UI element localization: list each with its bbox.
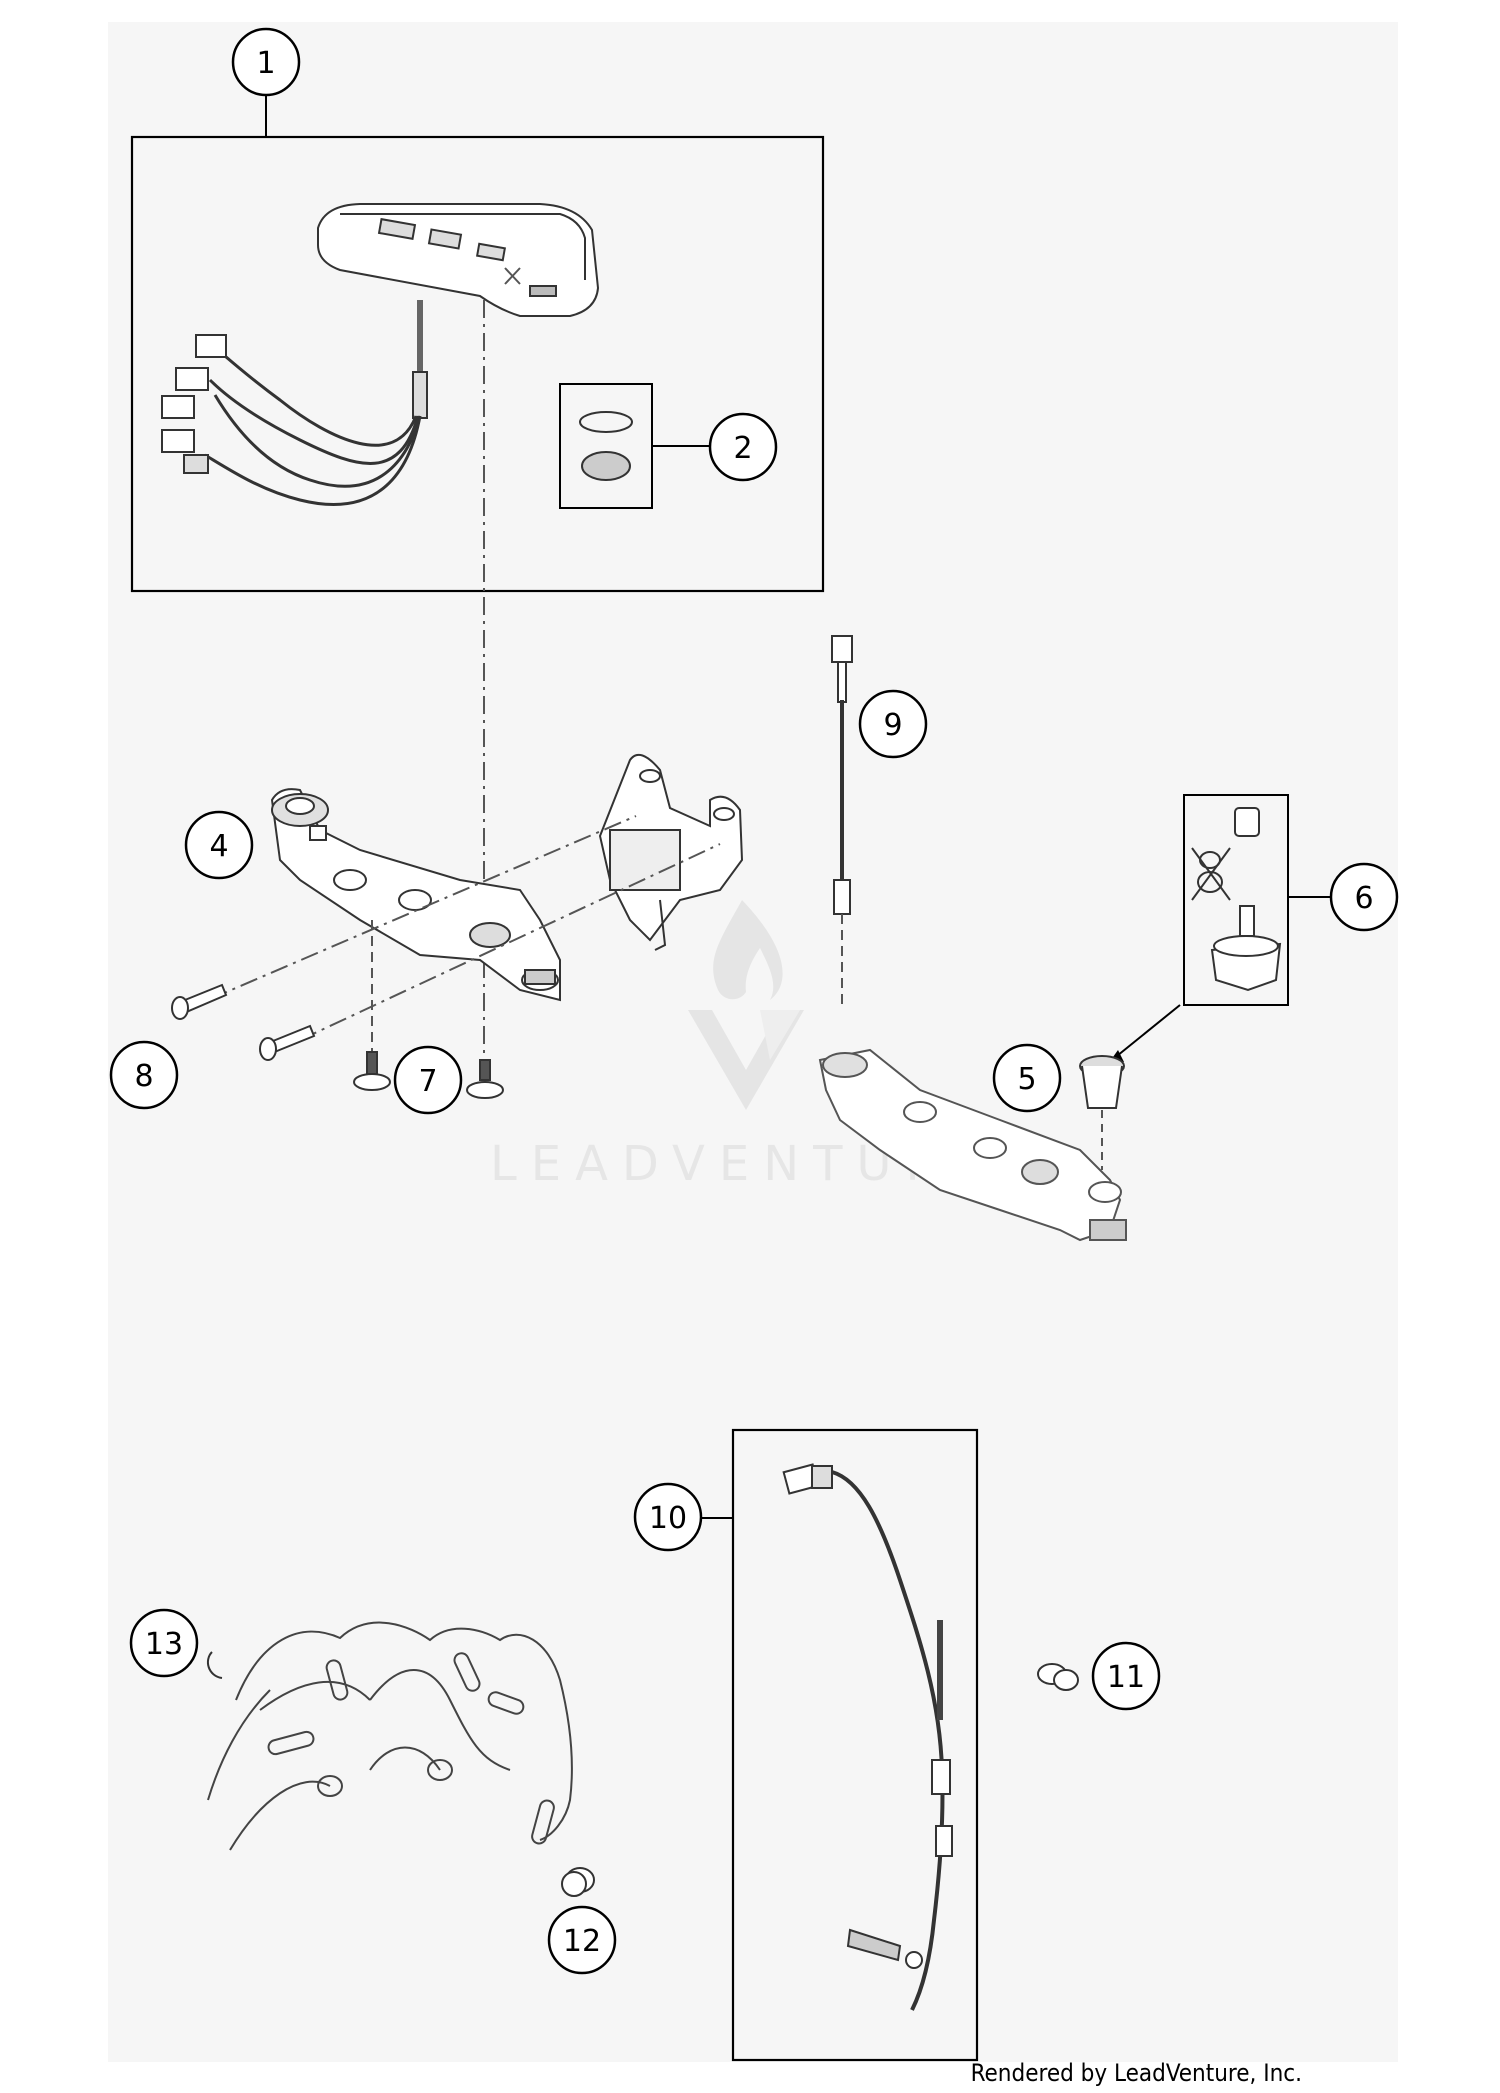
diagram-background bbox=[108, 22, 1398, 2062]
callout-4[interactable]: 4 bbox=[184, 810, 254, 880]
bracket-assembly-part[interactable] bbox=[818, 1048, 1127, 1242]
callout-label: 7 bbox=[418, 1064, 437, 1099]
kit-box-speed-sensor bbox=[700, 1428, 979, 2062]
callout-1[interactable]: 1 bbox=[231, 27, 301, 97]
callout-label: 2 bbox=[733, 431, 752, 466]
callout-11[interactable]: 11 bbox=[1091, 1641, 1161, 1711]
watermark-logo bbox=[688, 900, 804, 1110]
callout-5[interactable]: 5 bbox=[992, 1043, 1062, 1113]
instrument-bracket-part[interactable] bbox=[270, 788, 561, 1002]
callout-9[interactable]: 9 bbox=[858, 689, 928, 759]
handlebar-clamp-part[interactable] bbox=[598, 753, 744, 951]
callout-7[interactable]: 7 bbox=[393, 1045, 463, 1115]
bolt-guide-line-upper bbox=[179, 815, 637, 1013]
speedometer-part[interactable] bbox=[161, 203, 600, 506]
callout-10[interactable]: 10 bbox=[633, 1482, 703, 1552]
bush-part[interactable] bbox=[1079, 1055, 1125, 1170]
cable-clip-part[interactable] bbox=[1037, 1663, 1079, 1691]
bolt-part[interactable] bbox=[171, 983, 316, 1061]
credit-text: Rendered by LeadVenture, Inc. bbox=[970, 2059, 1302, 2087]
kit-box-seal-ring bbox=[559, 383, 710, 509]
callout-label: 10 bbox=[649, 1501, 687, 1536]
callout-label: 1 bbox=[256, 46, 275, 81]
do-not-use-icon bbox=[1191, 847, 1231, 901]
rubber-bush-part[interactable] bbox=[1210, 905, 1282, 992]
brake-disc-part[interactable] bbox=[207, 1621, 573, 1851]
screw-part[interactable] bbox=[353, 1051, 504, 1099]
callout-label: 13 bbox=[145, 1627, 183, 1662]
callout-6[interactable]: 6 bbox=[1329, 862, 1399, 932]
bolt-guide-line-lower bbox=[269, 843, 721, 1055]
callout-12[interactable]: 12 bbox=[547, 1905, 617, 1975]
callout-8[interactable]: 8 bbox=[109, 1040, 179, 1110]
callout-label: 8 bbox=[134, 1059, 153, 1094]
callout-label: 9 bbox=[883, 708, 902, 743]
callout-2[interactable]: 2 bbox=[708, 412, 778, 482]
callout-label: 4 bbox=[209, 829, 228, 864]
sensor-cable-part[interactable] bbox=[831, 635, 853, 1010]
callout-label: 6 bbox=[1354, 881, 1373, 916]
speed-sensor-part[interactable] bbox=[782, 1463, 953, 2011]
callout-label: 11 bbox=[1107, 1660, 1145, 1695]
kit-box-instrument bbox=[130, 96, 825, 593]
retaining-ring-part[interactable] bbox=[206, 1651, 223, 1679]
o-ring-part[interactable] bbox=[579, 411, 633, 433]
kit-box-rubber-bush bbox=[1108, 794, 1330, 1064]
callout-label: 5 bbox=[1017, 1062, 1036, 1097]
spacer-part[interactable] bbox=[561, 1867, 595, 1897]
callout-label: 12 bbox=[563, 1924, 601, 1959]
grommet-part[interactable] bbox=[581, 451, 631, 481]
callout-13[interactable]: 13 bbox=[129, 1608, 199, 1678]
cap-part[interactable] bbox=[1234, 807, 1260, 837]
